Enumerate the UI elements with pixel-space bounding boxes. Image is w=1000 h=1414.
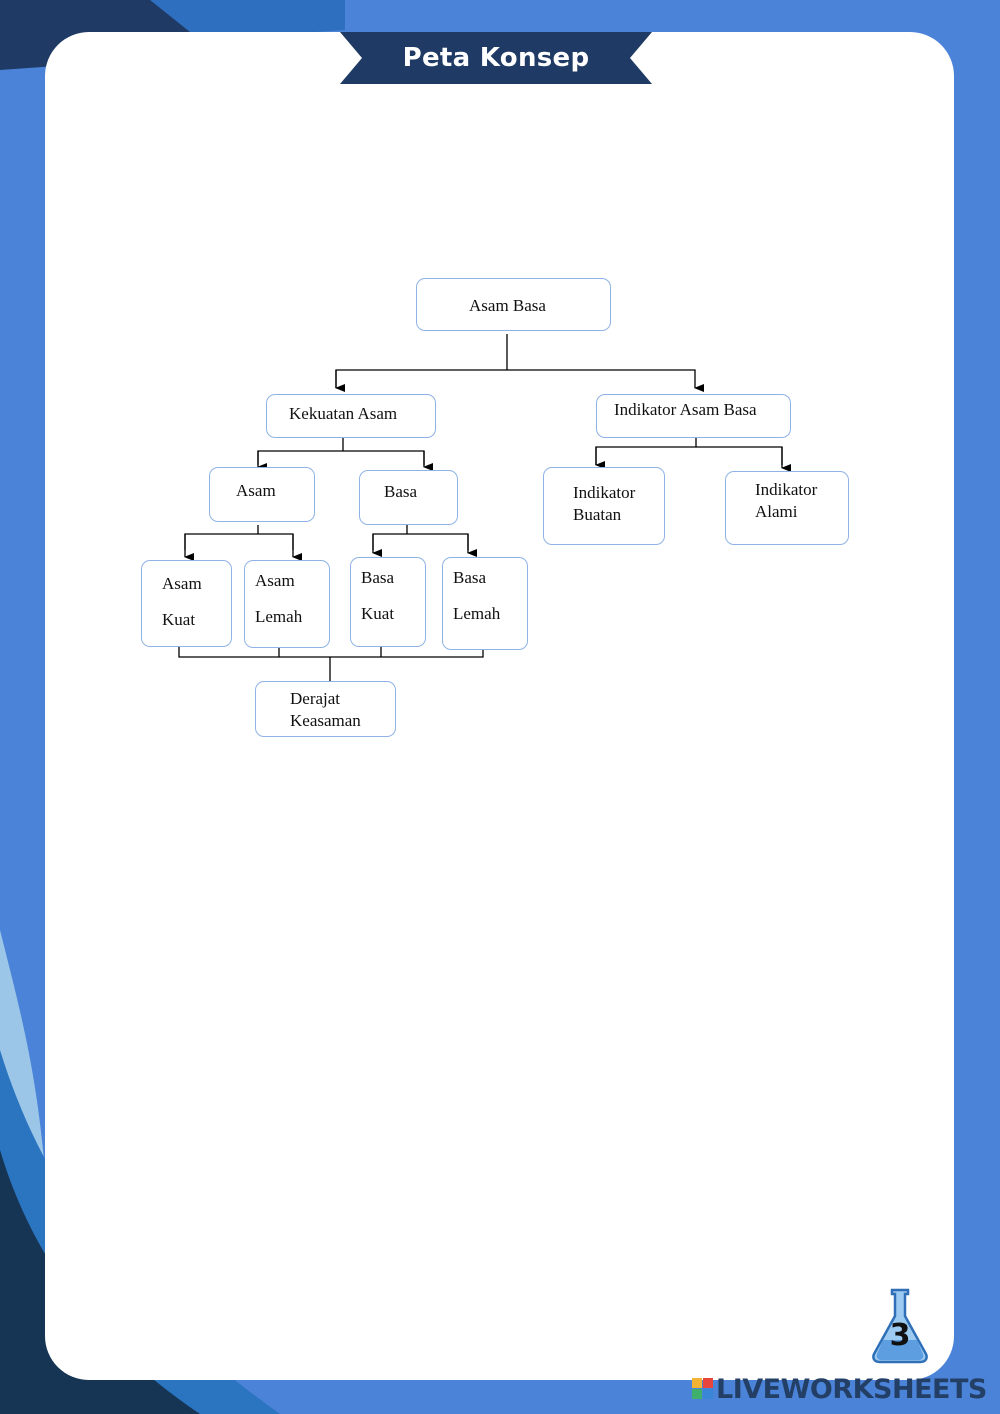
- node-basa: Basa: [359, 470, 458, 525]
- page-title: Peta Konsep: [402, 43, 590, 73]
- node-asam-lemah: Asam Lemah: [244, 560, 330, 648]
- node-derajat-keasaman: Derajat Keasaman: [255, 681, 396, 737]
- flask-icon: [872, 1288, 928, 1364]
- node-indikator-asam-basa: Indikator Asam Basa: [596, 394, 791, 438]
- connector-kekuatan: [257, 438, 425, 465]
- node-asam-kuat: Asam Kuat: [141, 560, 232, 647]
- liveworksheets-logo: LIVEWORKSHEETS: [692, 1372, 992, 1408]
- brand-name: LIVEWORKSHEETS: [716, 1374, 987, 1405]
- node-asam: Asam: [209, 467, 315, 522]
- connector-indikator: [595, 438, 783, 465]
- connector-root: [335, 334, 695, 388]
- connector-basa: [372, 525, 469, 550]
- node-basa-lemah: Basa Lemah: [442, 557, 528, 650]
- brand-cubes-icon: [692, 1378, 714, 1400]
- node-basa-kuat: Basa Kuat: [350, 557, 426, 647]
- node-indikator-buatan: Indikator Buatan: [543, 467, 665, 545]
- node-asam-basa: Asam Basa: [416, 278, 611, 331]
- connector-asam: [184, 525, 294, 550]
- page-number: 3: [889, 1318, 911, 1353]
- node-kekuatan-asam: Kekuatan Asam: [266, 394, 436, 438]
- connector-derajat: [178, 647, 484, 681]
- node-indikator-alami: Indikator Alami: [725, 471, 849, 545]
- content-card: [45, 32, 954, 1380]
- title-banner: Peta Konsep: [340, 32, 652, 84]
